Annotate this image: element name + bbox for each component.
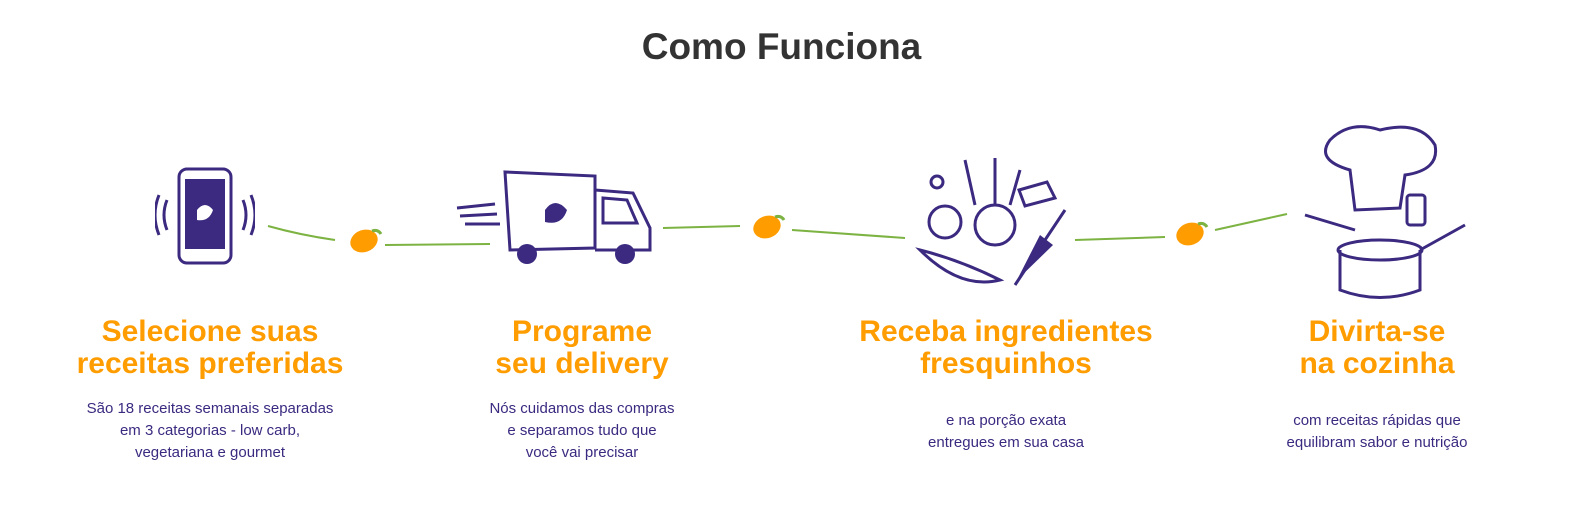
vegetables-icon <box>915 158 1067 286</box>
step-description: e separamos tudo que <box>507 422 657 439</box>
step-description: equilibram sabor e nutrição <box>1286 434 1468 451</box>
mango-icon <box>350 228 383 253</box>
step-heading: fresquinhos <box>920 347 1092 380</box>
section-title: Como Funciona <box>641 26 922 67</box>
step-heading: Divirta-se <box>1308 315 1446 348</box>
mango-icon <box>753 214 786 239</box>
step-description: em 3 categorias - low carb, <box>119 422 301 439</box>
delivery-truck-icon <box>456 170 652 264</box>
step-heading: Programe <box>511 315 653 348</box>
connector-line <box>662 225 741 229</box>
step-description: e na porção exata <box>945 412 1067 429</box>
step-description: entregues em sua casa <box>928 434 1084 451</box>
step-description: você vai precisar <box>525 444 639 461</box>
step-heading: na cozinha <box>1299 347 1455 380</box>
step-heading: seu delivery <box>495 347 669 380</box>
step-description: vegetariana e gourmet <box>134 444 286 461</box>
connector-line <box>1214 213 1288 231</box>
mango-icon <box>1176 221 1209 246</box>
step-heading: Selecione suas <box>101 315 319 348</box>
smartphone-icon <box>155 167 255 265</box>
step-description: São 18 receitas semanais separadas <box>86 400 334 417</box>
step-description: Nós cuidamos das compras <box>489 400 675 417</box>
connector-line <box>267 225 336 241</box>
connector-line <box>1074 236 1166 241</box>
connector-line <box>791 229 906 239</box>
step-heading: receitas preferidas <box>76 347 344 380</box>
step-heading: Receba ingredientes <box>859 315 1153 348</box>
chef-cooking-icon <box>1304 125 1466 299</box>
connector-line <box>384 243 491 246</box>
step-description: com receitas rápidas que <box>1293 412 1461 429</box>
